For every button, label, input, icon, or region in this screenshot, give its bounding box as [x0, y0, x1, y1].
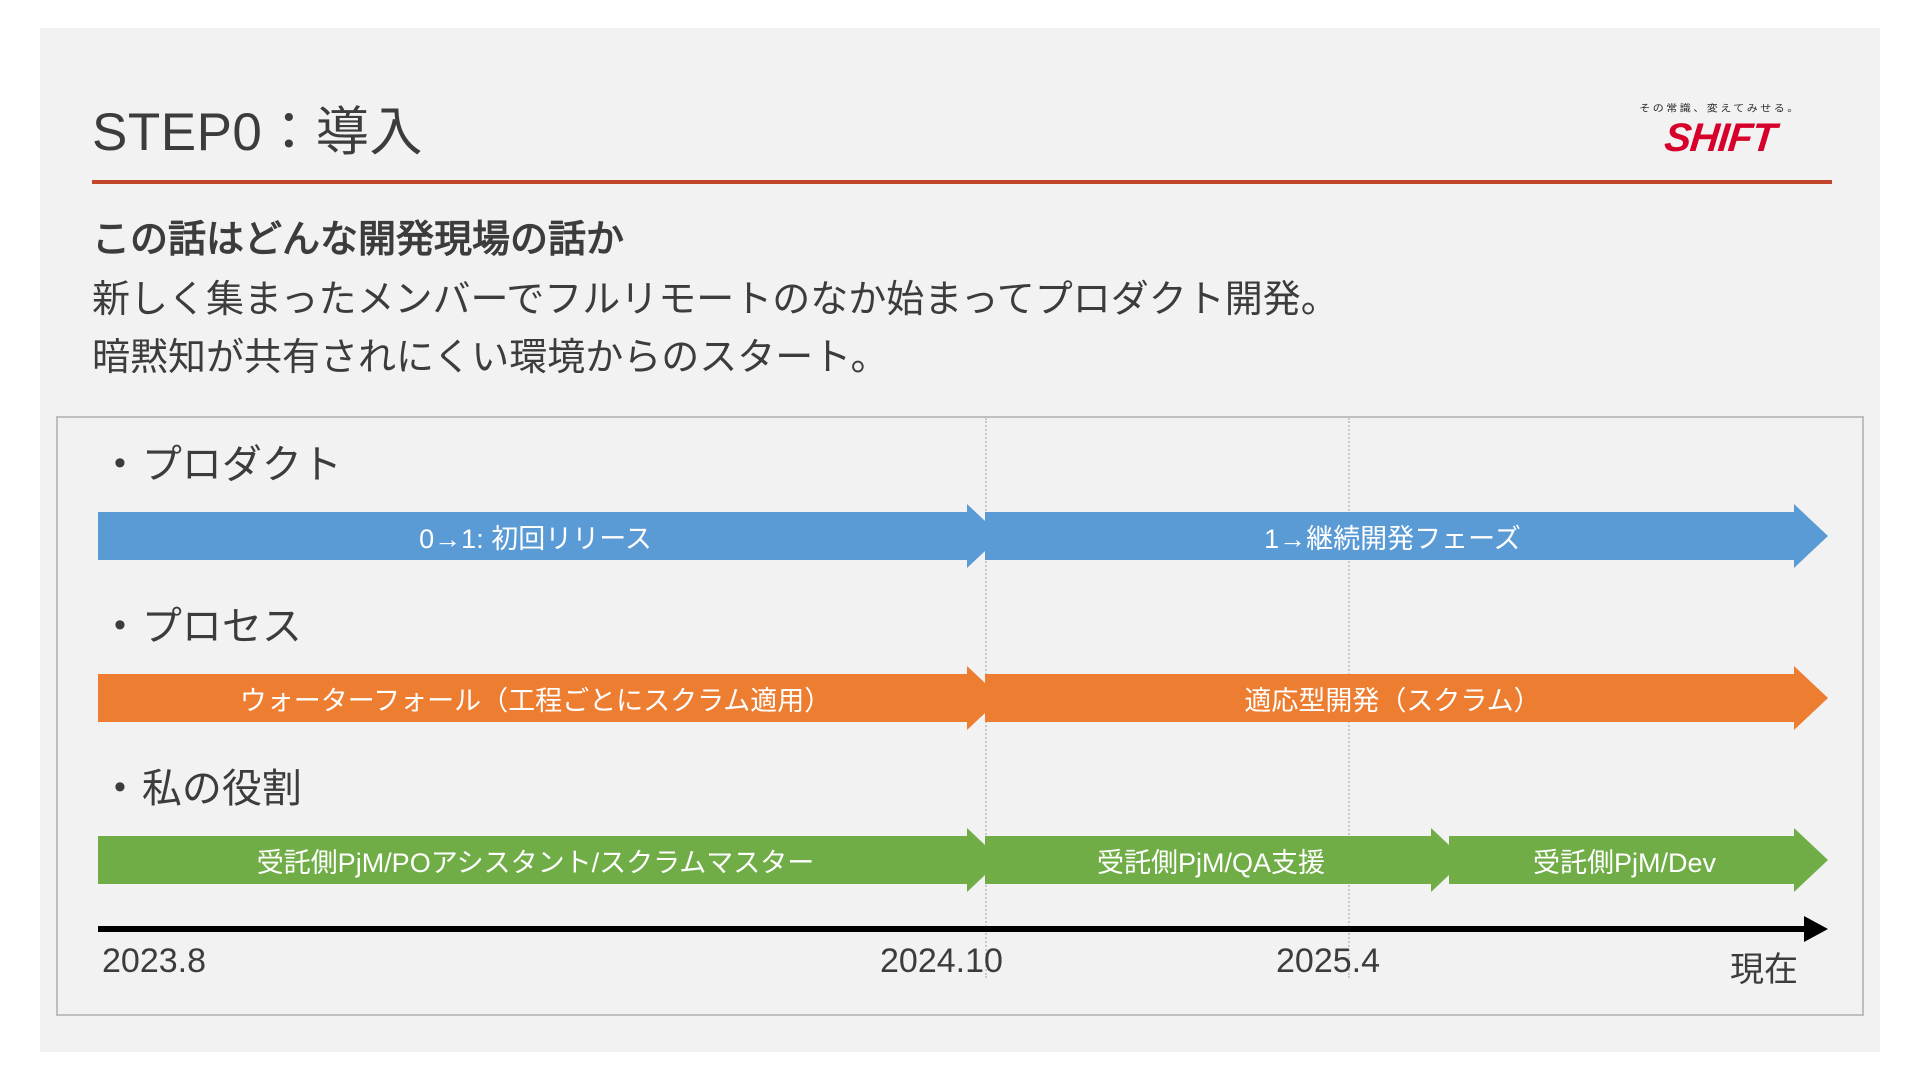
timeline-bar-label: 0→1: 初回リリース — [419, 523, 652, 554]
lead-heading: この話はどんな開発現場の話か — [92, 219, 625, 261]
timeline-bar-label: 受託側PjM/Dev — [1532, 847, 1716, 878]
timeline-bar-process-2[interactable]: 適応型開発（スクラム） — [985, 666, 1828, 730]
timeline-panel: • プロダクト 0→1: 初回リリース 1→継続開発フェーズ • プロセス ウォータ… — [56, 416, 1864, 1016]
timeline-bar-label: 受託側PjM/POアシスタント/スクラムマスター — [256, 847, 815, 878]
axis-label-now: 現在 — [1730, 951, 1798, 989]
timeline-bar-label: 受託側PjM/QA支援 — [1096, 847, 1325, 878]
timeline-bar-process-1[interactable]: ウォーターフォール（工程ごとにスクラム適用） — [98, 666, 1001, 730]
timeline-bar-product-2[interactable]: 1→継続開発フェーズ — [985, 504, 1828, 568]
axis-label-2024-10: 2024.10 — [880, 942, 1003, 980]
timeline-bar-product-1[interactable]: 0→1: 初回リリース — [98, 504, 1001, 568]
row-label-text: プロダクト — [141, 443, 342, 487]
logo-tagline: その常識、変えてみせる。 — [1639, 103, 1801, 115]
bullet-icon: • — [114, 606, 126, 644]
timeline-bar-role-3[interactable]: 受託側PjM/Dev — [1449, 828, 1828, 892]
slide-canvas: STEP0：導入 その常識、変えてみせる。 SHIFT この話はどんな開発現場の… — [40, 28, 1880, 1052]
axis-label-2025-4: 2025.4 — [1276, 942, 1380, 980]
bullet-icon: • — [114, 768, 126, 806]
row-label-role: • 私の役割 — [114, 756, 302, 814]
row-label-process: • プロセス — [114, 594, 302, 652]
logo-wordmark: SHIFT — [1662, 116, 1778, 160]
timeline-axis — [98, 926, 1806, 932]
timeline-bar-role-2[interactable]: 受託側PjM/QA支援 — [985, 828, 1465, 892]
lead-line-2: 暗黙知が共有されにくい環境からのスタート。 — [92, 337, 889, 379]
shift-logo: その常識、変えてみせる。 SHIFT — [1620, 100, 1820, 161]
timeline-bar-role-1[interactable]: 受託側PjM/POアシスタント/スクラムマスター — [98, 828, 1001, 892]
timeline-bar-label: ウォーターフォール（工程ごとにスクラム適用） — [239, 685, 832, 716]
row-label-text: 私の役割 — [141, 767, 302, 811]
row-label-product: • プロダクト — [114, 432, 342, 490]
title-divider — [92, 180, 1832, 184]
row-label-text: プロセス — [141, 605, 302, 649]
page-title: STEP0：導入 — [92, 103, 423, 162]
timeline-bar-label: 適応型開発（スクラム） — [1244, 685, 1541, 716]
timeline-bar-label: 1→継続開発フェーズ — [1264, 523, 1521, 554]
lead-line-1: 新しく集まったメンバーでフルリモートのなか始まってプロダクト開発。 — [92, 279, 1339, 321]
bullet-icon: • — [114, 444, 126, 482]
axis-label-start: 2023.8 — [102, 942, 206, 980]
timeline-axis-arrowhead — [1804, 916, 1828, 942]
